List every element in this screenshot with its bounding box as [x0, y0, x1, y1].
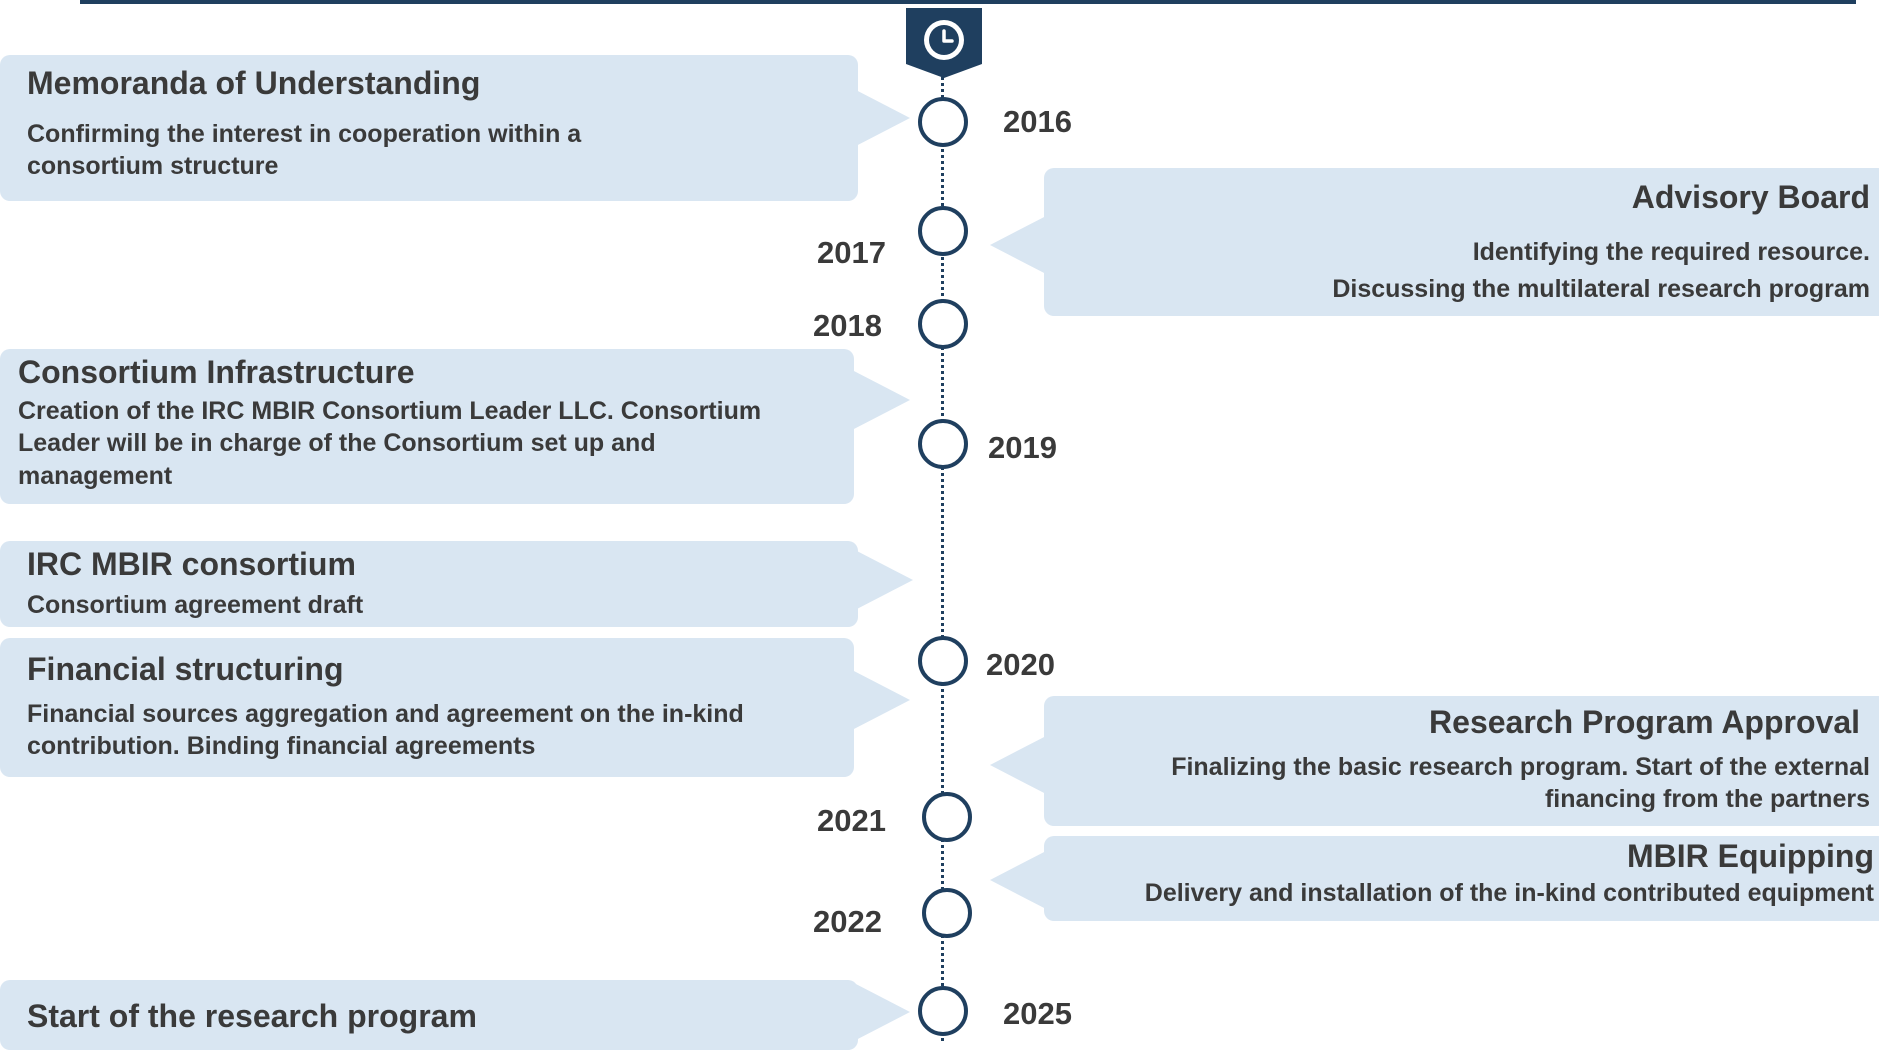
- callout-title: Advisory Board: [1631, 179, 1870, 215]
- callout-text-line: Discussing the multilateral research pro…: [1332, 275, 1870, 304]
- timeline-node-2025: [918, 986, 968, 1036]
- callout-pointer: [852, 88, 910, 148]
- callout-pointer: [852, 670, 910, 730]
- callout-text-line: Leader will be in charge of the Consorti…: [18, 429, 656, 458]
- callout-text-line: Financial sources aggregation and agreem…: [27, 699, 744, 728]
- timeline-node-2017: [918, 206, 968, 256]
- timeline-node-2018: [918, 299, 968, 349]
- year-label: 2021: [817, 803, 886, 838]
- milestone-callout-mbir-equipping: MBIR Equipping Delivery and installation…: [1044, 836, 1879, 921]
- year-label: 2025: [1003, 996, 1072, 1031]
- milestone-callout-research-program-approval: Research Program Approval Finalizing the…: [1044, 696, 1879, 826]
- callout-title: MBIR Equipping: [1626, 838, 1874, 874]
- callout-pointer: [990, 850, 1048, 910]
- callout-text: Consortium agreement draft: [27, 589, 831, 622]
- callout-text-line: Creation of the IRC MBIR Consortium Lead…: [18, 396, 762, 425]
- callout-text: Confirming the interest in cooperation w…: [27, 118, 831, 183]
- callout-title: Research Program Approval: [1429, 704, 1860, 740]
- callout-title: IRC MBIR consortium: [27, 546, 356, 582]
- callout-text-line: Delivery and installation of the in-kind…: [1144, 878, 1874, 907]
- top-rule: [80, 0, 1856, 4]
- clock-icon: [906, 8, 982, 78]
- timeline-node-2019: [918, 419, 968, 469]
- callout-text: Delivery and installation of the in-kind…: [1044, 877, 1874, 910]
- callout-title: Start of the research program: [27, 998, 477, 1034]
- callout-pointer: [990, 215, 1048, 275]
- callout-text-line: financing from the partners: [1544, 785, 1870, 814]
- callout-pointer: [855, 550, 913, 610]
- milestone-callout-irc-mbir-consortium: IRC MBIR consortium Consortium agreement…: [0, 541, 858, 627]
- milestone-callout-start-research-program: Start of the research program: [0, 980, 858, 1050]
- callout-text-line: contribution. Binding financial agreemen…: [27, 732, 536, 761]
- year-label: 2019: [988, 430, 1057, 465]
- year-label: 2017: [817, 235, 886, 270]
- timeline-node-2016: [918, 97, 968, 147]
- callout-text-line: Identifying the required resource.: [1472, 237, 1870, 266]
- callout-title: Financial structuring: [27, 651, 344, 687]
- callout-text-line: Finalizing the basic research program. S…: [1171, 752, 1870, 781]
- callout-text-line: Confirming the interest in cooperation w…: [27, 119, 582, 148]
- callout-pointer: [990, 735, 1048, 795]
- milestone-callout-advisory-board: Advisory Board Identifying the required …: [1044, 168, 1879, 316]
- callout-text: Creation of the IRC MBIR Consortium Lead…: [18, 395, 836, 493]
- year-label: 2022: [813, 904, 882, 939]
- year-label: 2020: [986, 647, 1055, 682]
- callout-pointer: [852, 370, 910, 430]
- callout-pointer: [852, 982, 910, 1042]
- callout-text-line: consortium structure: [27, 152, 279, 181]
- year-label: 2016: [1003, 104, 1072, 139]
- callout-text-line: management: [18, 461, 173, 490]
- callout-text: Financial sources aggregation and agreem…: [27, 698, 827, 763]
- timeline-node-2022: [922, 888, 972, 938]
- milestone-callout-memoranda: Memoranda of Understanding Confirming th…: [0, 55, 858, 201]
- milestone-callout-financial-structuring: Financial structuring Financial sources …: [0, 638, 854, 777]
- timeline-axis: [941, 70, 944, 1041]
- callout-text-line: Consortium agreement draft: [27, 590, 364, 619]
- timeline-node-2021: [922, 792, 972, 842]
- callout-text: Identifying the required resource. Discu…: [1044, 234, 1870, 309]
- callout-title: Memoranda of Understanding: [27, 65, 481, 101]
- milestone-callout-consortium-infrastructure: Consortium Infrastructure Creation of th…: [0, 349, 854, 504]
- timeline-node-2020: [918, 636, 968, 686]
- callout-text: Finalizing the basic research program. S…: [1044, 751, 1870, 816]
- callout-title: Consortium Infrastructure: [18, 354, 415, 390]
- year-label: 2018: [813, 308, 882, 343]
